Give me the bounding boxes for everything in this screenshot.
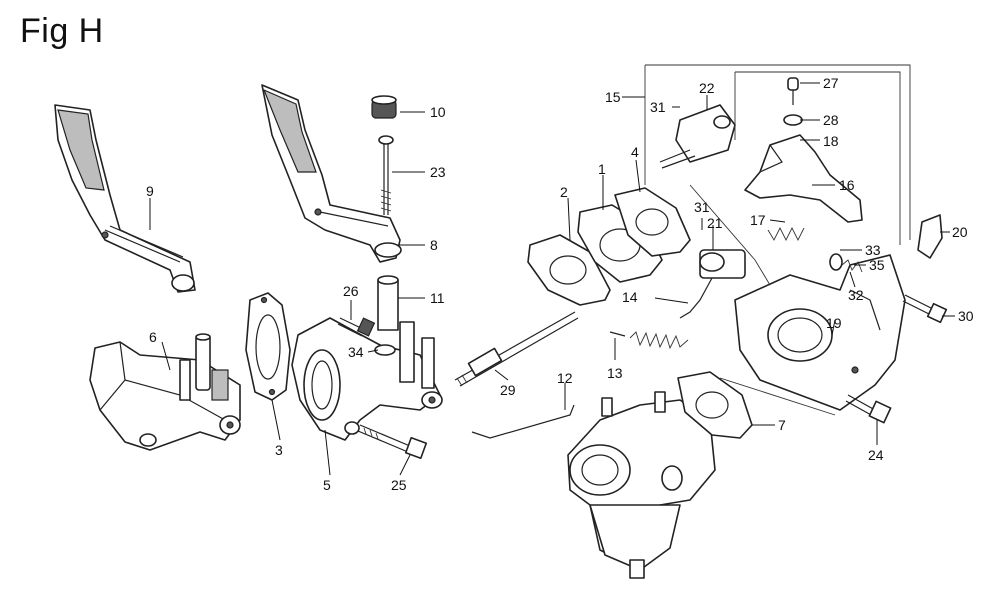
callout-17: 17 — [750, 212, 766, 228]
part-8-plate-drawing — [261, 84, 402, 263]
callout-8: 8 — [430, 237, 438, 253]
part-12-link-drawing — [471, 404, 575, 439]
part-13-spring-drawing — [609, 331, 689, 350]
callout-15: 15 — [605, 89, 621, 105]
callout-18: 18 — [823, 133, 839, 149]
part-4-gasket-drawing — [614, 187, 691, 257]
callout-31-mid: 31 — [694, 199, 710, 215]
part-5-intake-drawing — [291, 317, 443, 441]
assembly-outline-lines — [644, 64, 911, 416]
callout-1: 1 — [598, 161, 606, 177]
callout-9: 9 — [146, 183, 154, 199]
callout-23: 23 — [430, 164, 446, 180]
callout-12: 12 — [557, 370, 573, 386]
callout-13: 13 — [607, 365, 623, 381]
callout-3: 3 — [275, 442, 283, 458]
callout-21: 21 — [707, 215, 723, 231]
callout-22: 22 — [699, 80, 715, 96]
part-22-switch-drawing — [659, 104, 736, 169]
part-24-bolt-drawing — [845, 394, 892, 424]
callout-25: 25 — [391, 477, 407, 493]
callout-29: 29 — [500, 382, 516, 398]
part-25-bolt-drawing — [357, 424, 428, 460]
callout-34: 34 — [348, 344, 364, 360]
callout-4: 4 — [631, 144, 639, 160]
callout-19: 19 — [826, 315, 842, 331]
callout-7: 7 — [778, 417, 786, 433]
callout-24: 24 — [868, 447, 884, 463]
callout-5: 5 — [323, 477, 331, 493]
callout-labels: 9 6 10 23 8 11 26 34 3 5 25 29 12 13 14 … — [146, 75, 974, 493]
part-16-18-27-28-lever-drawing — [744, 77, 863, 242]
callout-2: 2 — [560, 184, 568, 200]
callout-30: 30 — [958, 308, 974, 324]
callout-leaders — [149, 82, 955, 476]
callout-35: 35 — [869, 257, 885, 273]
part-20-32-33-35-small-parts-drawing — [829, 214, 943, 273]
callout-16: 16 — [839, 177, 855, 193]
part-6-bracket-drawing — [89, 333, 241, 451]
part-9-throttle-plate-drawing — [54, 104, 196, 293]
part-7-gasket-drawing — [677, 371, 753, 439]
part-30-bolt-drawing — [902, 294, 948, 324]
callout-33: 33 — [865, 242, 881, 258]
part-10-23-11-fasteners-drawing — [371, 95, 399, 331]
carburetor-drawing — [567, 391, 716, 579]
callout-11: 11 — [430, 290, 445, 306]
callout-26: 26 — [343, 283, 359, 299]
part-14-21-solenoid-drawing — [679, 249, 746, 319]
callout-10: 10 — [430, 104, 446, 120]
callout-27: 27 — [823, 75, 839, 91]
callout-28: 28 — [823, 112, 839, 128]
part-26-34-bolt-drawing — [337, 317, 396, 356]
part-19-plate-drawing — [734, 254, 906, 411]
callout-14: 14 — [622, 289, 638, 305]
part-29-rod-drawing — [454, 311, 579, 387]
callout-6: 6 — [149, 329, 157, 345]
callout-31-top: 31 — [650, 99, 666, 115]
callout-20: 20 — [952, 224, 968, 240]
figure-title: Fig H — [20, 12, 104, 50]
part-3-gasket-drawing — [245, 292, 291, 401]
callout-32: 32 — [848, 287, 864, 303]
